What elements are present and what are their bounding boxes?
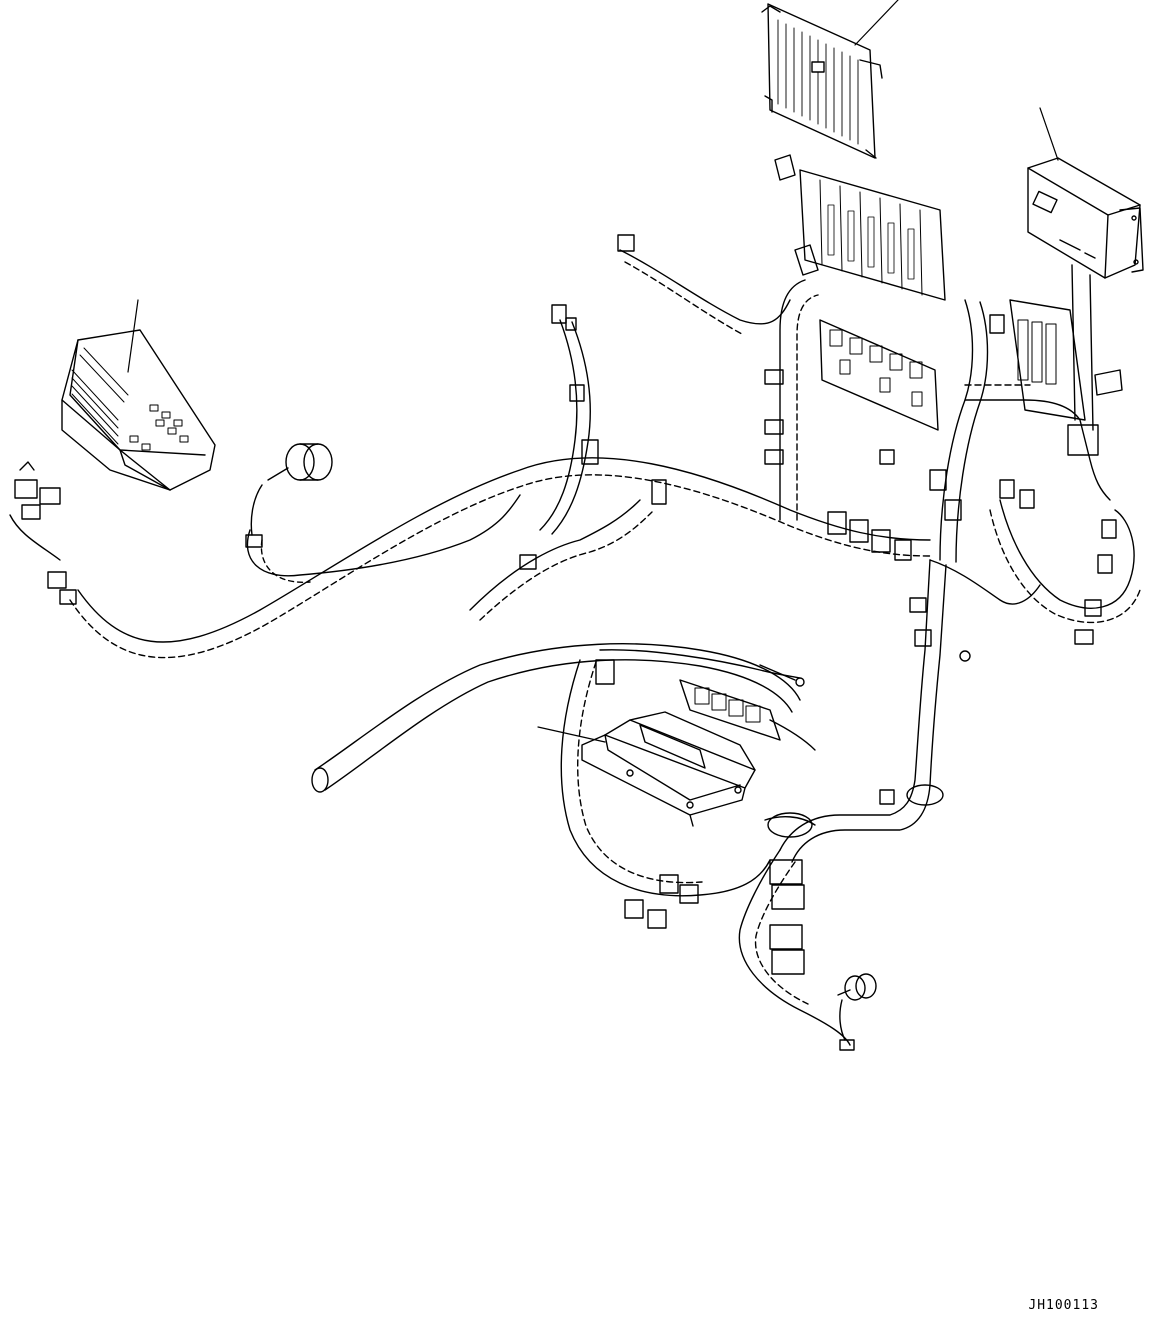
harness-short-lead <box>599 649 801 679</box>
harness-mid-loop <box>539 319 578 531</box>
leader-line-fuse-panel <box>854 0 899 46</box>
engine-controller-unit <box>581 711 756 827</box>
right-connector-cluster <box>1074 519 1117 645</box>
harness-trunk-exit-b <box>324 659 793 791</box>
harness-drop <box>779 559 931 851</box>
upper-small-connectors <box>551 234 1005 334</box>
harness-branch-mid <box>469 499 641 611</box>
harness-right-loop-b <box>989 509 1141 624</box>
harness-right-run <box>964 399 1111 501</box>
harness-mid-loop-b <box>551 321 591 535</box>
harness-lower-tail <box>738 849 851 1046</box>
figure-code: JH100113 <box>1028 1298 1099 1313</box>
harness-plug-lead-b <box>260 539 311 583</box>
fuse-relay-panel <box>761 3 883 159</box>
monitor-controller-unit <box>61 329 216 491</box>
relay-block-mid <box>819 319 939 431</box>
leader-line-control-box <box>1039 107 1059 161</box>
left-connector-cluster <box>9 461 77 605</box>
ecu-connector-rail <box>679 679 816 751</box>
harness-upper-loop-b <box>624 261 743 335</box>
harness-riser-left-b <box>796 294 819 521</box>
harness-trunk-left-b <box>69 474 931 659</box>
leader-line-monitor <box>127 299 139 373</box>
harness-drop-b <box>791 564 947 863</box>
harness-branch-right <box>929 559 1041 605</box>
main-harness <box>69 249 1141 1046</box>
harness-clamps <box>519 369 971 805</box>
harness-lower-loop <box>560 659 771 897</box>
plug-socket <box>245 443 333 548</box>
harness-plug-lead <box>246 494 521 577</box>
control-module-box <box>1027 157 1144 279</box>
ring-terminal <box>759 664 805 687</box>
harness-riser-right-b <box>955 301 989 563</box>
lower-connectors <box>595 659 944 975</box>
harness-upper-loop <box>619 249 791 325</box>
harness-riser-left <box>779 279 806 521</box>
harness-lower-tail-b <box>754 861 809 1005</box>
lower-socket <box>837 973 877 1051</box>
harness-cut-end <box>311 767 329 793</box>
harness-lower-loop-b <box>577 661 703 884</box>
harness-branch-mid-b <box>479 511 653 621</box>
harness-right-loop <box>999 499 1135 609</box>
harness-trunk-exit <box>314 643 801 771</box>
fuse-block-upper <box>774 154 946 301</box>
harness-trunk-left <box>77 457 931 643</box>
inline-connectors <box>827 469 1035 561</box>
harness-riser-right <box>939 299 974 561</box>
relay-block-right <box>1009 264 1123 456</box>
